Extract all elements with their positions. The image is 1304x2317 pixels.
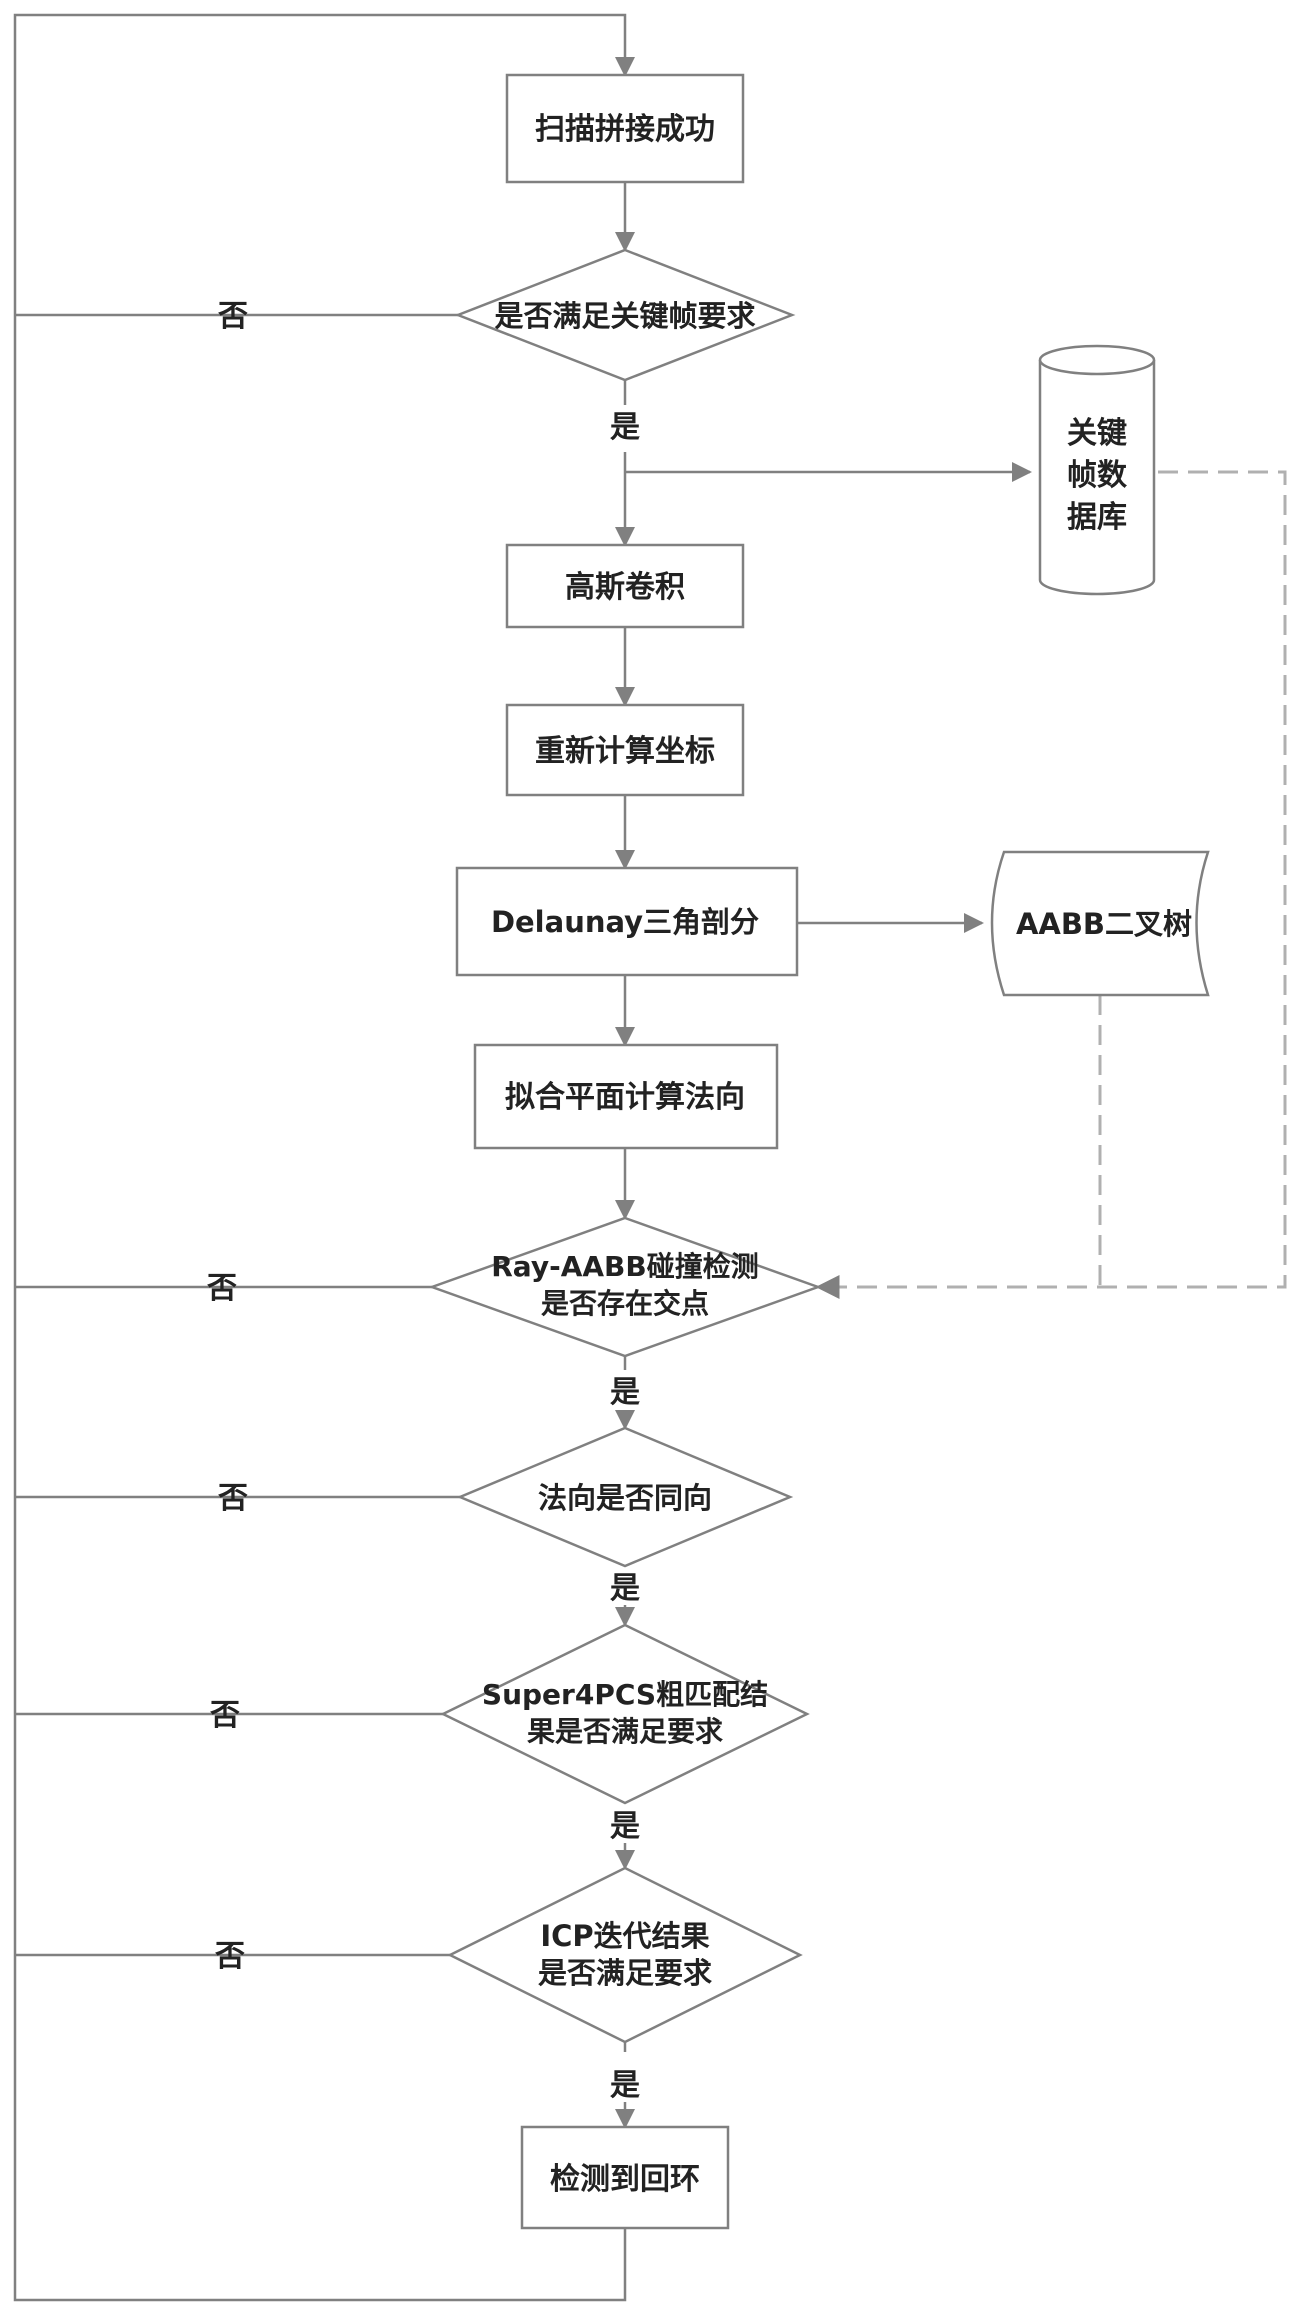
icp-check-label-line1: ICP迭代结果	[540, 1919, 709, 1953]
edge-label-yes-super4pcs: 是	[610, 1809, 640, 1844]
recompute-box	[505, 703, 745, 797]
aabb-tree-label: AABB二叉树	[1016, 907, 1192, 941]
keyframe-check-label: 是否满足关键帧要求	[494, 299, 755, 333]
ray-check-diamond	[428, 1216, 822, 1358]
gaussian-label: 高斯卷积	[565, 570, 685, 605]
icp-check-diamond	[447, 1866, 803, 2044]
edge-label-yes-keyframe: 是	[610, 410, 640, 445]
main-connectors	[615, 182, 1032, 2129]
aabb-tree-shape	[990, 850, 1210, 997]
icp-check-label-line2: 是否满足要求	[538, 1956, 712, 1990]
keyframe-db-label-line1: 关键	[1067, 416, 1127, 451]
ray-check-label-line1: Ray-AABB碰撞检测	[491, 1250, 759, 1283]
edge-label-no-icp: 否	[215, 1939, 245, 1974]
recompute-label: 重新计算坐标	[535, 734, 715, 769]
loop-back-lines	[13, 13, 635, 2302]
ray-check-label-line2: 是否存在交点	[541, 1287, 709, 1320]
delaunay-label: Delaunay三角剖分	[491, 905, 759, 939]
keyframe-db-label-line3: 据库	[1067, 500, 1127, 535]
edge-label-no-super4pcs: 否	[210, 1698, 240, 1733]
dashed-links	[815, 470, 1287, 1299]
edge-label-no-ray: 否	[207, 1271, 237, 1306]
edge-label-no-keyframe: 否	[218, 299, 248, 334]
edge-label-yes-ray: 是	[610, 1375, 640, 1410]
normal-check-diamond	[456, 1426, 794, 1568]
normal-check-label: 法向是否同向	[538, 1481, 712, 1515]
loop-detected-label: 检测到回环	[550, 2162, 700, 2197]
super4pcs-check-diamond	[440, 1623, 810, 1805]
fit-plane-label: 拟合平面计算法向	[505, 1080, 745, 1115]
edge-label-no-normal: 否	[218, 1481, 248, 1516]
super4pcs-check-label-line2: 果是否满足要求	[527, 1715, 723, 1748]
process-boxes	[455, 73, 799, 2230]
keyframe-check-diamond	[454, 248, 796, 382]
scan-success-label: 扫描拼接成功	[535, 112, 715, 147]
keyframe-db-cylinder	[1038, 344, 1156, 596]
edge-label-yes-normal: 是	[610, 1571, 640, 1606]
fit-plane-box	[473, 1043, 779, 1150]
super4pcs-check-label-line1: Super4PCS粗匹配结	[482, 1678, 768, 1711]
loop-detected-box	[520, 2125, 730, 2230]
scan-success-box	[505, 73, 745, 184]
delaunay-box	[455, 866, 799, 977]
decision-diamonds	[428, 248, 822, 2044]
edge-label-yes-icp: 是	[610, 2068, 640, 2103]
keyframe-db-label-line2: 帧数	[1067, 458, 1128, 493]
gaussian-box	[505, 543, 745, 629]
